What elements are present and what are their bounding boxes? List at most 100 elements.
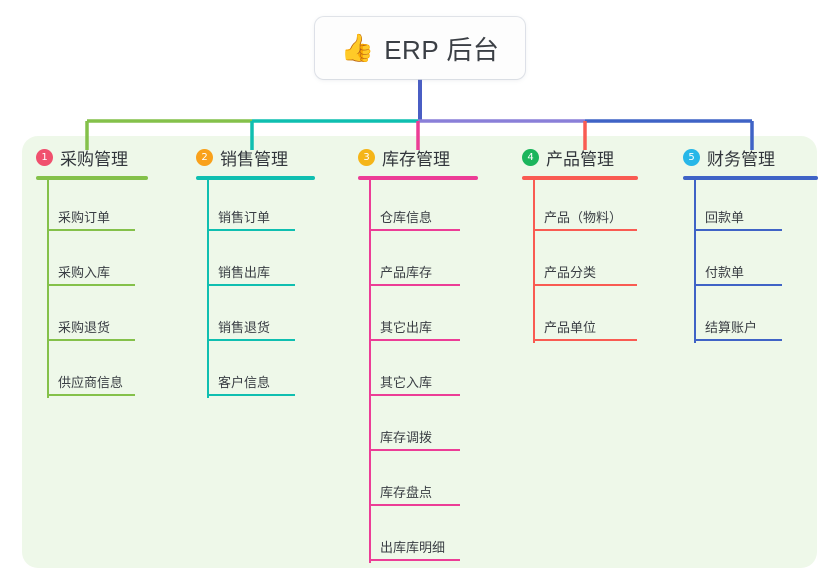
leaf-node[interactable]: 销售订单 bbox=[196, 180, 315, 235]
branch-column-5: 5 财务管理回款单付款单结算账户 bbox=[683, 144, 818, 345]
branch-header-rule bbox=[36, 176, 148, 180]
leaf-node[interactable]: 库存盘点 bbox=[358, 455, 478, 510]
leaf-node-label: 结算账户 bbox=[705, 320, 758, 335]
leaf-node-rule bbox=[47, 339, 135, 341]
leaf-node-label: 产品单位 bbox=[544, 320, 597, 335]
leaf-node-rule bbox=[533, 284, 637, 286]
branch-items-list: 回款单付款单结算账户 bbox=[683, 180, 818, 345]
leaf-node-label: 客户信息 bbox=[218, 375, 271, 390]
branch-spine-line bbox=[533, 180, 535, 343]
leaf-node[interactable]: 产品单位 bbox=[522, 290, 638, 345]
leaf-node-rule bbox=[207, 339, 295, 341]
leaf-node[interactable]: 采购退货 bbox=[36, 290, 148, 345]
leaf-node-rule bbox=[694, 229, 782, 231]
leaf-node-rule bbox=[694, 339, 782, 341]
leaf-node[interactable]: 销售退货 bbox=[196, 290, 315, 345]
branch-spine-line bbox=[694, 180, 696, 343]
leaf-node-rule bbox=[694, 284, 782, 286]
root-node[interactable]: 👍 ERP 后台 bbox=[315, 17, 525, 79]
leaf-node[interactable]: 其它入库 bbox=[358, 345, 478, 400]
branch-header-2[interactable]: 2 销售管理 bbox=[196, 144, 315, 170]
leaf-node[interactable]: 回款单 bbox=[683, 180, 818, 235]
leaf-node[interactable]: 供应商信息 bbox=[36, 345, 148, 400]
leaf-node-label: 付款单 bbox=[705, 265, 745, 280]
leaf-node-rule bbox=[369, 394, 460, 396]
branch-spine-line bbox=[47, 180, 49, 398]
branch-column-3: 3 库存管理仓库信息产品库存其它出库其它入库库存调拨库存盘点出库库明细 bbox=[358, 144, 478, 565]
branch-header-1[interactable]: 1 采购管理 bbox=[36, 144, 148, 170]
leaf-node-label: 其它入库 bbox=[380, 375, 433, 390]
leaf-node-rule bbox=[47, 229, 135, 231]
leaf-node-label: 回款单 bbox=[705, 210, 745, 225]
leaf-node[interactable]: 库存调拨 bbox=[358, 400, 478, 455]
leaf-node-rule bbox=[47, 394, 135, 396]
leaf-node-rule bbox=[207, 284, 295, 286]
branch-number-badge: 4 bbox=[522, 148, 539, 166]
leaf-node-label: 销售订单 bbox=[218, 210, 271, 225]
leaf-node-label: 库存调拨 bbox=[380, 430, 433, 445]
branch-items-list: 采购订单采购入库采购退货供应商信息 bbox=[36, 180, 148, 400]
leaf-node-label: 销售出库 bbox=[218, 265, 271, 280]
branch-number-badge: 1 bbox=[36, 148, 53, 166]
leaf-node-rule bbox=[369, 229, 460, 231]
branch-header-5[interactable]: 5 财务管理 bbox=[683, 144, 818, 170]
leaf-node-label: 销售退货 bbox=[218, 320, 271, 335]
branch-title: 采购管理 bbox=[60, 149, 128, 169]
leaf-node[interactable]: 产品分类 bbox=[522, 235, 638, 290]
branch-header-rule bbox=[683, 176, 818, 180]
leaf-node[interactable]: 仓库信息 bbox=[358, 180, 478, 235]
leaf-node-label: 仓库信息 bbox=[380, 210, 433, 225]
branch-header-rule bbox=[196, 176, 315, 180]
branch-number-badge: 5 bbox=[683, 148, 700, 166]
branch-header-3[interactable]: 3 库存管理 bbox=[358, 144, 478, 170]
branch-title: 财务管理 bbox=[707, 149, 775, 169]
branch-spine-line bbox=[369, 180, 371, 563]
leaf-node[interactable]: 销售出库 bbox=[196, 235, 315, 290]
leaf-node[interactable]: 客户信息 bbox=[196, 345, 315, 400]
leaf-node[interactable]: 其它出库 bbox=[358, 290, 478, 345]
branch-header-rule bbox=[358, 176, 478, 180]
leaf-node-label: 产品库存 bbox=[380, 265, 433, 280]
branch-items-list: 仓库信息产品库存其它出库其它入库库存调拨库存盘点出库库明细 bbox=[358, 180, 478, 565]
leaf-node-rule bbox=[533, 339, 637, 341]
leaf-node-rule bbox=[369, 559, 460, 561]
leaf-node-rule bbox=[533, 229, 637, 231]
leaf-node-label: 库存盘点 bbox=[380, 485, 433, 500]
leaf-node-label: 其它出库 bbox=[380, 320, 433, 335]
leaf-node-label: 产品（物料） bbox=[544, 210, 623, 225]
leaf-node[interactable]: 结算账户 bbox=[683, 290, 818, 345]
leaf-node[interactable]: 付款单 bbox=[683, 235, 818, 290]
leaf-node-rule bbox=[369, 449, 460, 451]
branch-spine-line bbox=[207, 180, 209, 398]
leaf-node-rule bbox=[369, 284, 460, 286]
leaf-node[interactable]: 采购入库 bbox=[36, 235, 148, 290]
branch-items-list: 销售订单销售出库销售退货客户信息 bbox=[196, 180, 315, 400]
branch-title: 销售管理 bbox=[220, 149, 288, 169]
leaf-node-label: 产品分类 bbox=[544, 265, 597, 280]
leaf-node-label: 出库库明细 bbox=[380, 540, 446, 555]
leaf-node-label: 采购退货 bbox=[58, 320, 111, 335]
leaf-node[interactable]: 出库库明细 bbox=[358, 510, 478, 565]
leaf-node-label: 采购入库 bbox=[58, 265, 111, 280]
leaf-node-rule bbox=[207, 394, 295, 396]
leaf-node-rule bbox=[369, 504, 460, 506]
branch-column-1: 1 采购管理采购订单采购入库采购退货供应商信息 bbox=[36, 144, 148, 400]
branch-items-list: 产品（物料） 产品分类产品单位 bbox=[522, 180, 638, 345]
thumbs-up-emoji: 👍 bbox=[340, 32, 375, 63]
leaf-node-rule bbox=[207, 229, 295, 231]
leaf-node-rule bbox=[369, 339, 460, 341]
leaf-node[interactable]: 产品（物料） bbox=[522, 180, 638, 235]
leaf-node-label: 采购订单 bbox=[58, 210, 111, 225]
branch-number-badge: 2 bbox=[196, 148, 213, 166]
branch-title: 库存管理 bbox=[382, 149, 450, 169]
leaf-node-label: 供应商信息 bbox=[58, 375, 124, 390]
branch-number-badge: 3 bbox=[358, 148, 375, 166]
root-node-title: ERP 后台 bbox=[384, 34, 500, 65]
branch-header-rule bbox=[522, 176, 638, 180]
leaf-node[interactable]: 采购订单 bbox=[36, 180, 148, 235]
branch-column-2: 2 销售管理销售订单销售出库销售退货客户信息 bbox=[196, 144, 315, 400]
leaf-node[interactable]: 产品库存 bbox=[358, 235, 478, 290]
